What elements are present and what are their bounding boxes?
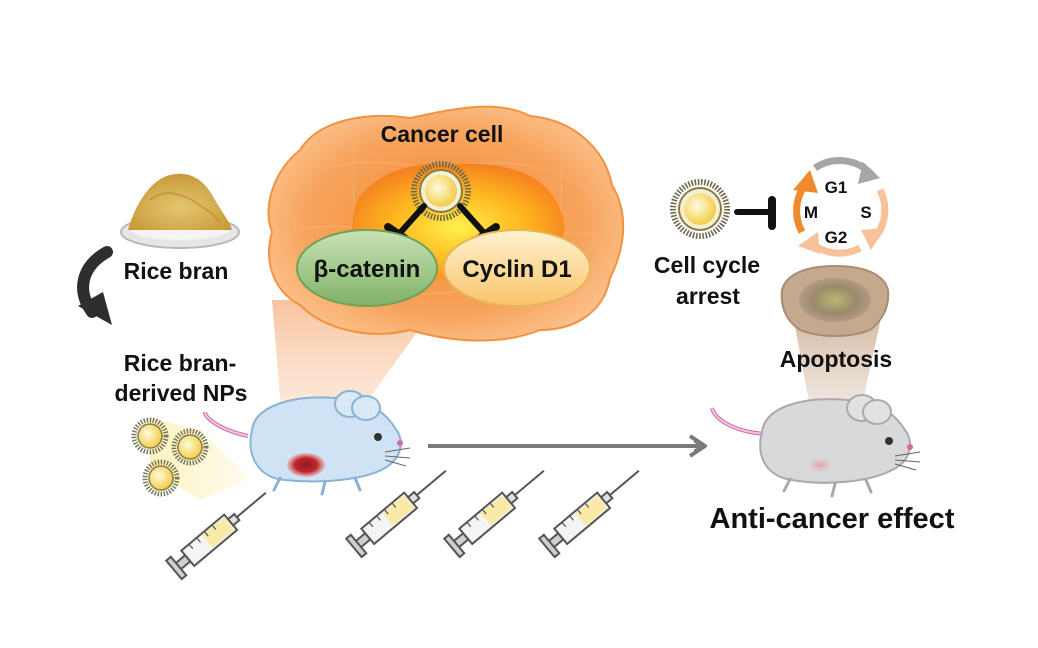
treated-mouse xyxy=(203,390,411,496)
cyclin-d1-node xyxy=(443,229,591,307)
anti-cancer-effect-label: Anti-cancer effect xyxy=(710,503,955,535)
nanoparticle-cluster xyxy=(131,417,209,497)
inhibition-arrow-icon xyxy=(734,196,776,230)
nanoparticle-label-line1: Rice bran- xyxy=(124,350,236,376)
healthy-mouse xyxy=(710,394,921,498)
cyclin-d1-label: Cyclin D1 xyxy=(462,256,571,283)
tumor-spot xyxy=(808,458,832,472)
syringe-icon xyxy=(164,491,267,581)
phase-g1-label: G1 xyxy=(825,178,848,197)
nanoparticle-icon xyxy=(171,428,209,466)
curved-arrow-icon xyxy=(77,246,113,325)
cell-cycle-label-line2: arrest xyxy=(676,283,740,309)
phase-m-label: M xyxy=(804,203,818,222)
syringe-icon xyxy=(442,469,545,559)
nanoparticle-icon xyxy=(411,161,471,221)
apoptosis-label: Apoptosis xyxy=(780,346,892,372)
phase-s-label: S xyxy=(860,203,871,222)
syringe-group xyxy=(164,469,640,581)
apoptotic-cell xyxy=(780,264,890,337)
cell-cycle-label-line1: Cell cycle xyxy=(654,252,760,278)
nanoparticle-label-line2: derived NPs xyxy=(115,380,248,406)
tumor-spot xyxy=(287,453,325,477)
nanoparticle-icon xyxy=(670,179,730,239)
arrowhead-icon xyxy=(688,434,707,458)
nanoparticle-icon xyxy=(142,459,180,497)
rice-bran-bowl xyxy=(120,173,240,249)
beta-catenin-node xyxy=(296,229,438,307)
rice-bran-label: Rice bran xyxy=(124,258,229,284)
nanoparticle-icon xyxy=(131,417,169,455)
beta-catenin-label: β-catenin xyxy=(314,256,421,283)
cell-cycle-wheel xyxy=(793,157,889,257)
syringe-icon xyxy=(344,469,447,559)
syringe-icon xyxy=(537,469,640,559)
phase-g2-label: G2 xyxy=(825,228,848,247)
cancer-cell-label: Cancer cell xyxy=(381,121,504,147)
